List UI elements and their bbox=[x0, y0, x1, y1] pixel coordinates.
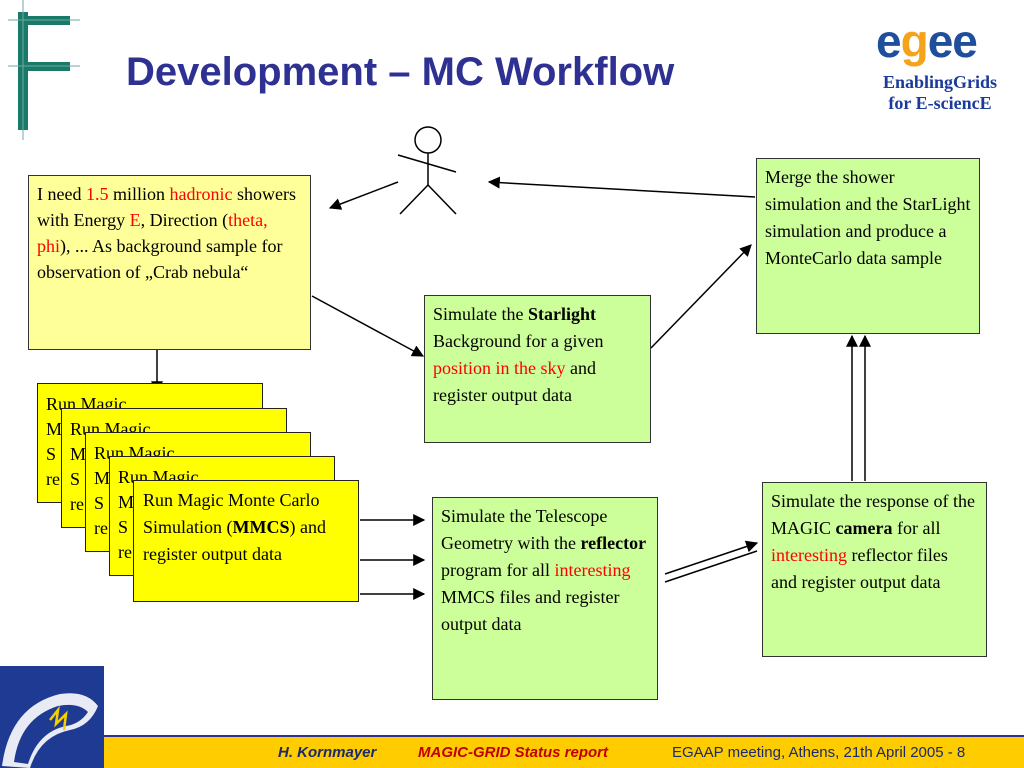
starlight-box: Simulate the Starlight Background for a … bbox=[424, 295, 651, 443]
text: reflector files and register output data bbox=[771, 545, 948, 592]
text: M bbox=[94, 468, 111, 488]
bold-text: camera bbox=[835, 518, 893, 538]
text: S bbox=[94, 493, 105, 513]
highlight-text: 1.5 bbox=[85, 184, 109, 204]
logo-letter: e bbox=[876, 15, 902, 67]
merge-box: Merge the shower simulation and the Star… bbox=[756, 158, 980, 334]
text: MMCS files and register output data bbox=[441, 587, 620, 634]
highlight-text: interesting bbox=[771, 545, 847, 565]
text: M bbox=[70, 444, 87, 464]
text: Run Magic Monte Carlo Simulation ( bbox=[143, 490, 320, 537]
lightning-icon bbox=[2, 693, 98, 768]
text: Simulate the response of the MAGIC bbox=[771, 491, 975, 538]
highlight-text: E bbox=[129, 210, 141, 230]
highlight-text: hadronic bbox=[169, 184, 233, 204]
text: and register output data bbox=[433, 358, 597, 405]
text: re bbox=[70, 494, 84, 514]
text: Background for a given bbox=[433, 331, 604, 351]
footer-bar bbox=[104, 735, 1024, 768]
text: S bbox=[70, 469, 81, 489]
text: S bbox=[46, 444, 57, 464]
footer-divider bbox=[104, 735, 1024, 737]
text: showers with Energy bbox=[37, 184, 296, 230]
egee-tagline: EnablingGrids for E-sciencE bbox=[850, 72, 1024, 114]
text: ), ... As background sample for observat… bbox=[37, 236, 283, 282]
bold-text: Starlight bbox=[527, 304, 596, 324]
tagline-line: for E-sciencE bbox=[888, 93, 992, 113]
text: re bbox=[118, 542, 132, 562]
footer-author: H. Kornmayer bbox=[278, 744, 377, 761]
highlight-text: interesting bbox=[554, 560, 631, 580]
bold-text: MMCS bbox=[232, 517, 290, 537]
text: S bbox=[118, 517, 129, 537]
text: million bbox=[108, 184, 170, 204]
logo-letter: g bbox=[900, 15, 929, 67]
text: Merge the shower simulation and the Star… bbox=[765, 167, 971, 268]
text: ) and register output data bbox=[143, 517, 326, 564]
page-title: Development – MC Workflow bbox=[126, 50, 675, 94]
arrow-figure-to-request bbox=[328, 181, 399, 210]
arrow-request-to-starlight bbox=[311, 295, 425, 357]
text: Simulate the bbox=[433, 304, 528, 324]
text: for all bbox=[892, 518, 941, 538]
highlight-text: theta, phi bbox=[37, 210, 268, 256]
corner-f-logo bbox=[8, 0, 80, 140]
arrow-reflector-to-camera-b bbox=[664, 550, 758, 583]
mmcs-box-front: Run Magic Monte Carlo Simulation (MMCS) … bbox=[133, 480, 359, 602]
text: M bbox=[46, 419, 63, 439]
arrow-starlight-to-merge bbox=[650, 244, 752, 349]
reflector-box: Simulate the Telescope Geometry with the… bbox=[432, 497, 658, 700]
highlight-text: position in the sky bbox=[433, 358, 566, 378]
text: I need bbox=[37, 184, 86, 204]
text: program for all bbox=[441, 560, 555, 580]
text: M bbox=[118, 492, 135, 512]
text: re bbox=[46, 469, 60, 489]
arrow-merge-to-figure bbox=[487, 176, 756, 198]
logo-letter: e bbox=[952, 15, 978, 67]
footer-meeting: EGAAP meeting, Athens, 21th April 2005 -… bbox=[672, 744, 966, 761]
tagline-line: EnablingGrids bbox=[882, 72, 998, 92]
grid-corner-logo bbox=[0, 666, 104, 768]
text: re bbox=[94, 518, 108, 538]
bold-text: reflector bbox=[580, 533, 647, 553]
text: Simulate the Telescope Geometry with the bbox=[441, 506, 608, 553]
logo-letter: e bbox=[927, 15, 954, 67]
footer-report-title: MAGIC-GRID Status report bbox=[418, 744, 609, 761]
camera-box: Simulate the response of the MAGIC camer… bbox=[762, 482, 987, 657]
egee-logo: egee bbox=[876, 15, 978, 67]
stick-figure-icon bbox=[397, 126, 457, 215]
request-box: I need 1.5 million hadronic showers with… bbox=[28, 175, 311, 350]
text: , Direction ( bbox=[140, 210, 229, 230]
arrow-reflector-to-camera-a bbox=[664, 540, 759, 575]
